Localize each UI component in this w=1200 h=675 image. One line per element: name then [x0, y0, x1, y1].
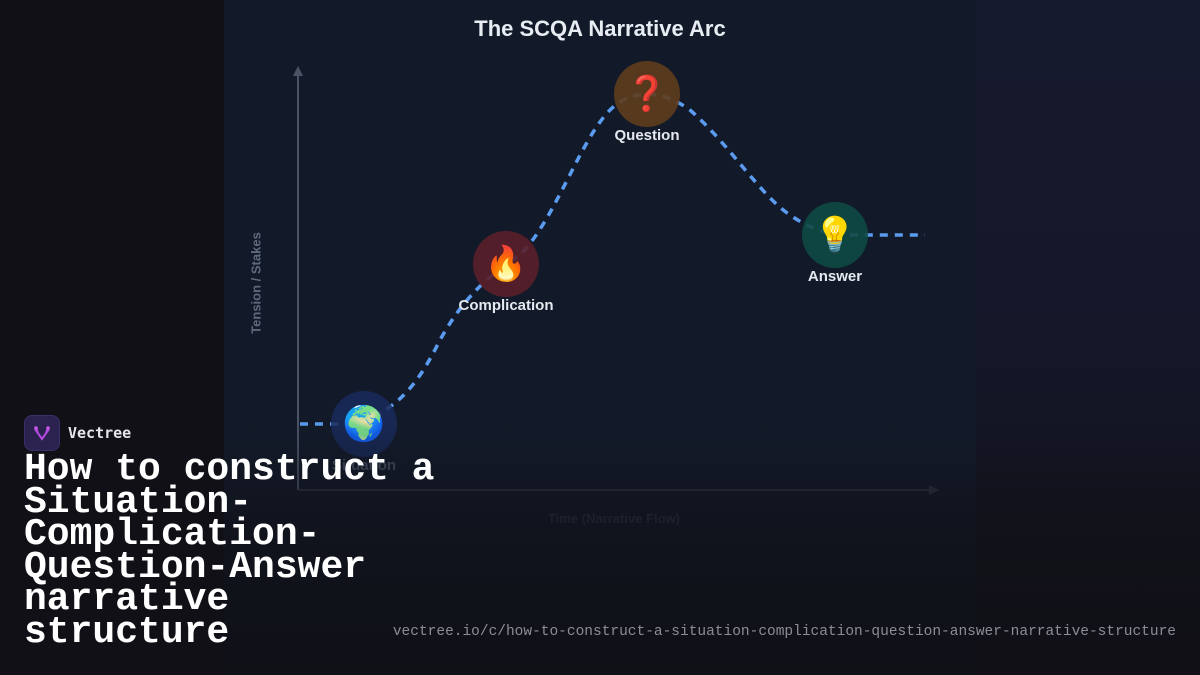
x-axis-arrow-icon [929, 485, 939, 495]
chart-title: The SCQA Narrative Arc [474, 16, 726, 41]
brand: Vectree [24, 415, 131, 451]
lightbulb-icon: 💡 [802, 202, 868, 268]
brand-name: Vectree [68, 424, 132, 442]
fire-icon: 🔥 [473, 231, 539, 297]
y-axis-arrow-icon [293, 66, 303, 76]
narrative-arc-line [300, 92, 925, 426]
x-axis-label: Time (Narrative Flow) [548, 511, 680, 526]
stage-label-complication: Complication [458, 297, 554, 314]
vectree-logo-icon [24, 415, 60, 451]
y-axis-label: Tension / Stakes [248, 232, 264, 334]
stage-label-answer: Answer [807, 268, 863, 285]
stage-label-question: Question [614, 127, 680, 144]
question-mark-icon: ❓ [614, 61, 680, 127]
page-url: vectree.io/c/how-to-construct-a-situatio… [392, 624, 1176, 640]
headline: How to construct a Situation-Complicatio… [24, 448, 435, 654]
